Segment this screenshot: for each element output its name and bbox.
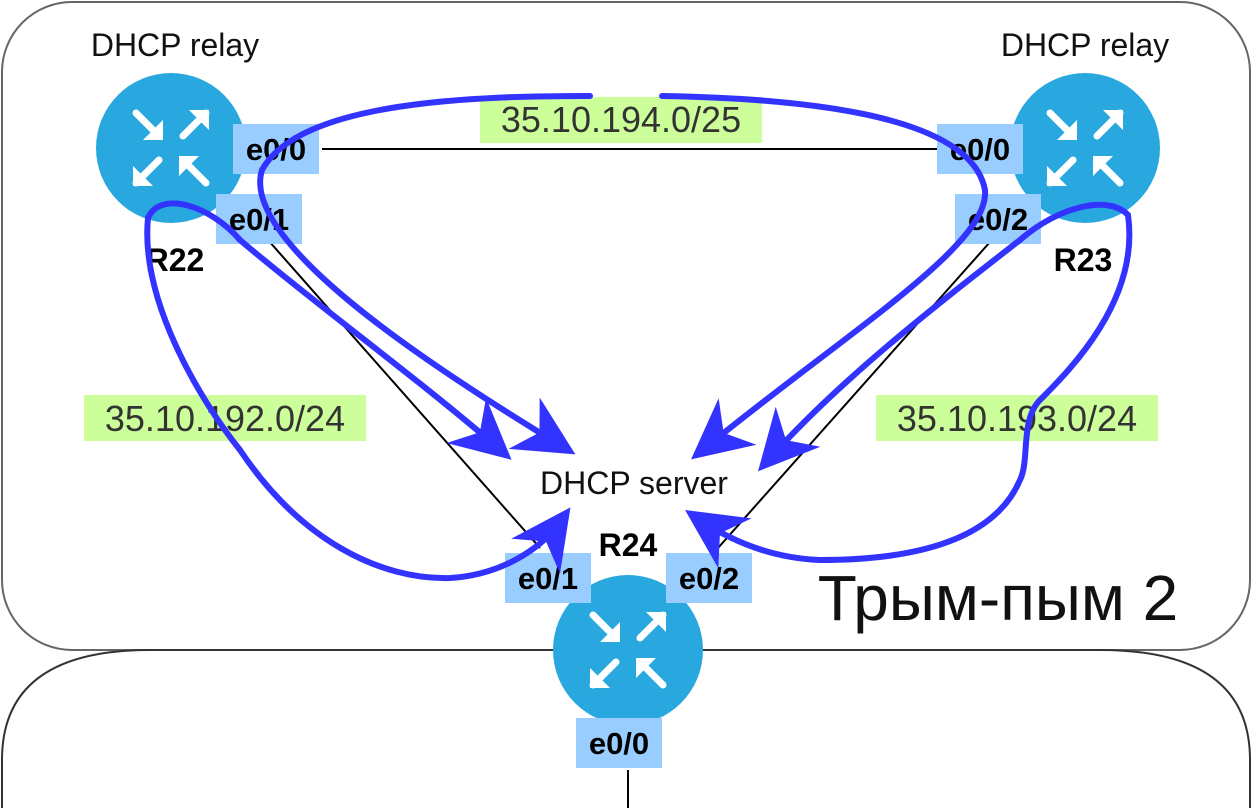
subnet-top-bg — [480, 97, 762, 143]
iface-r24-e02: e0/2 — [679, 561, 739, 596]
subnet-top-label: 35.10.194.0/25 — [501, 99, 741, 140]
subnet-right-bg — [876, 395, 1158, 441]
relay-right-label: DHCP relay — [1001, 27, 1169, 63]
arrow-top-right — [659, 93, 989, 460]
router-r23-name: R23 — [1054, 242, 1113, 278]
links — [267, 148, 991, 808]
relay-left-label: DHCP relay — [91, 27, 259, 63]
arrow-top-left — [257, 93, 593, 455]
router-r22-name: R22 — [146, 242, 205, 278]
router-r22[interactable] — [96, 73, 246, 223]
zone-label: Трым-пым 2 — [818, 562, 1178, 634]
router-r24[interactable] — [553, 575, 703, 725]
relay-arrows — [144, 93, 1133, 582]
router-r24-name: R24 — [599, 527, 658, 563]
server-label: DHCP server — [540, 465, 728, 501]
iface-r24-e01: e0/1 — [518, 561, 578, 596]
arrow-left-loop-lower — [144, 215, 571, 582]
arrow-right-loop-upper — [757, 201, 1131, 472]
iface-r24-e00: e0/0 — [589, 726, 649, 761]
router-r23[interactable] — [1010, 73, 1160, 223]
arrow-right-loop-lower — [685, 212, 1133, 569]
link-r23-r24 — [717, 241, 991, 549]
link-r22-r24 — [267, 239, 541, 549]
subnet-right-label: 35.10.193.0/24 — [897, 398, 1137, 439]
arrow-left-loop-upper — [145, 200, 512, 460]
